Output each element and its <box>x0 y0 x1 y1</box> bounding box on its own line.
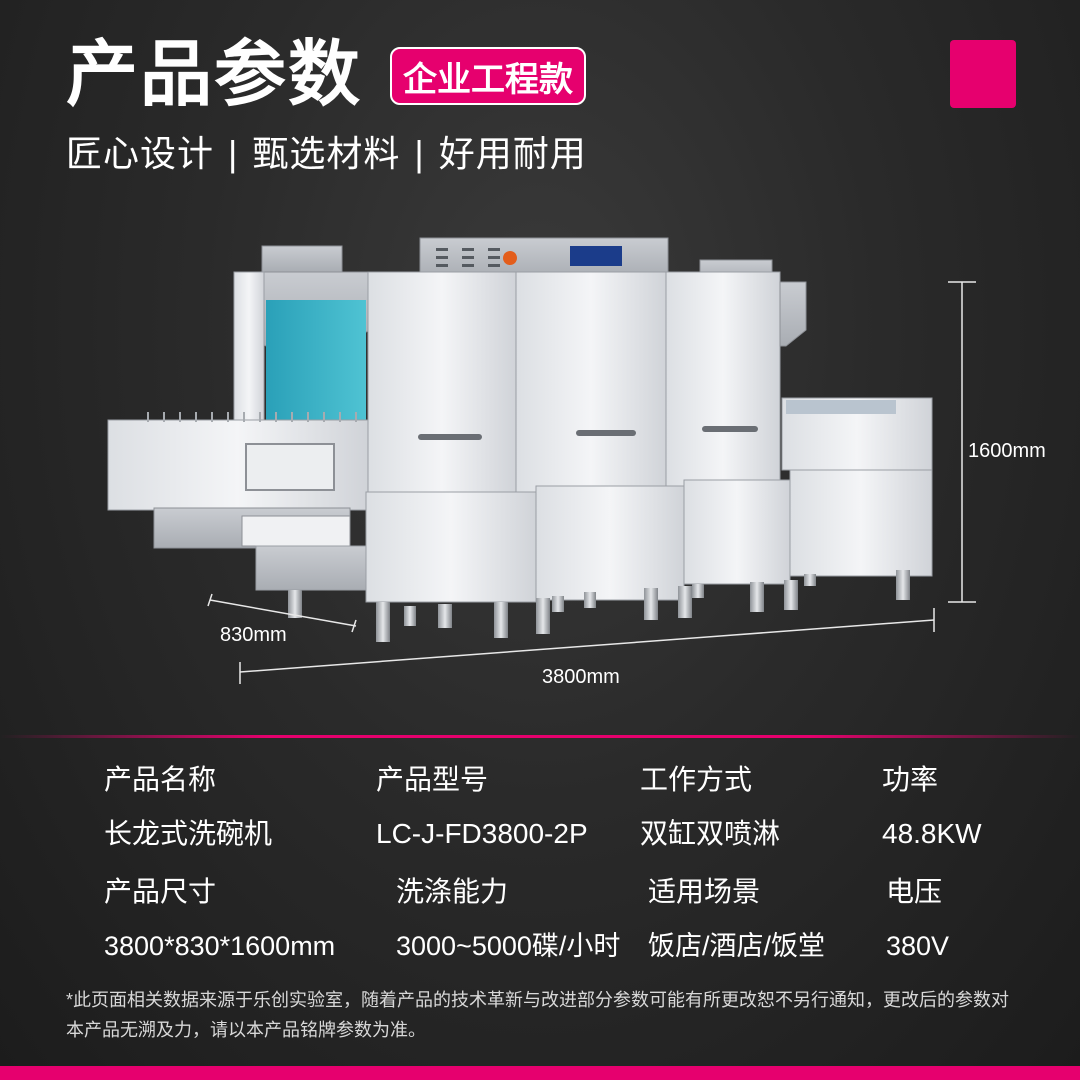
length-dimension-label: 3800mm <box>542 666 620 688</box>
height-dimension-label: 1600mm <box>968 440 1046 462</box>
dishwasher-illustration <box>107 237 933 642</box>
feature-tagline: 匠心设计 | 甄选材料 | 好用耐用 <box>66 130 587 178</box>
rinse-tank <box>665 271 781 493</box>
wash-tank-2 <box>515 271 667 493</box>
emergency-stop-icon <box>503 251 517 265</box>
disclaimer-note: *此页面相关数据来源于乐创实验室，随着产品的技术革新与改进部分参数可能有所更改恕… <box>66 990 1009 1040</box>
feature-design: 匠心设计 <box>66 133 215 174</box>
spec-capacity-value: 3000~5000碟/小时 <box>396 931 621 961</box>
spec-power-value: 48.8KW <box>882 818 982 849</box>
feature-materials: 甄选材料 <box>252 133 401 174</box>
brand-accent-square <box>950 40 1016 108</box>
spec-scene-label: 适用场景 <box>648 876 761 907</box>
spec-mode-label: 工作方式 <box>640 764 753 795</box>
spec-size-label: 产品尺寸 <box>104 876 217 907</box>
control-display <box>570 246 622 266</box>
section-divider <box>0 735 1080 738</box>
spec-scene-value: 饭店/酒店/饭堂 <box>648 931 826 961</box>
bottom-accent-bar <box>0 1066 1080 1080</box>
page-title: 产品参数 <box>66 35 363 115</box>
control-box <box>419 237 669 279</box>
tagline-separator: | <box>414 133 425 174</box>
spec-capacity-label: 洗涤能力 <box>396 876 509 907</box>
spec-name-label: 产品名称 <box>104 764 217 795</box>
feature-durable: 好用耐用 <box>438 133 587 174</box>
spec-model-label: 产品型号 <box>376 764 489 795</box>
entry-curtain <box>266 300 366 420</box>
spec-voltage-value: 380V <box>886 931 950 961</box>
spec-name-value: 长龙式洗碗机 <box>104 818 273 849</box>
edition-badge: 企业工程款 <box>390 47 586 105</box>
depth-dimension-label: 830mm <box>220 624 287 646</box>
wash-tank-1 <box>367 271 517 493</box>
spec-mode-value: 双缸双喷淋 <box>640 818 781 849</box>
tagline-separator: | <box>228 133 239 174</box>
spec-size-value: 3800*830*1600mm <box>104 931 336 961</box>
spec-voltage-label: 电压 <box>886 876 943 907</box>
spec-power-label: 功率 <box>882 764 939 795</box>
spec-model-value: LC-J-FD3800-2P <box>376 818 588 849</box>
